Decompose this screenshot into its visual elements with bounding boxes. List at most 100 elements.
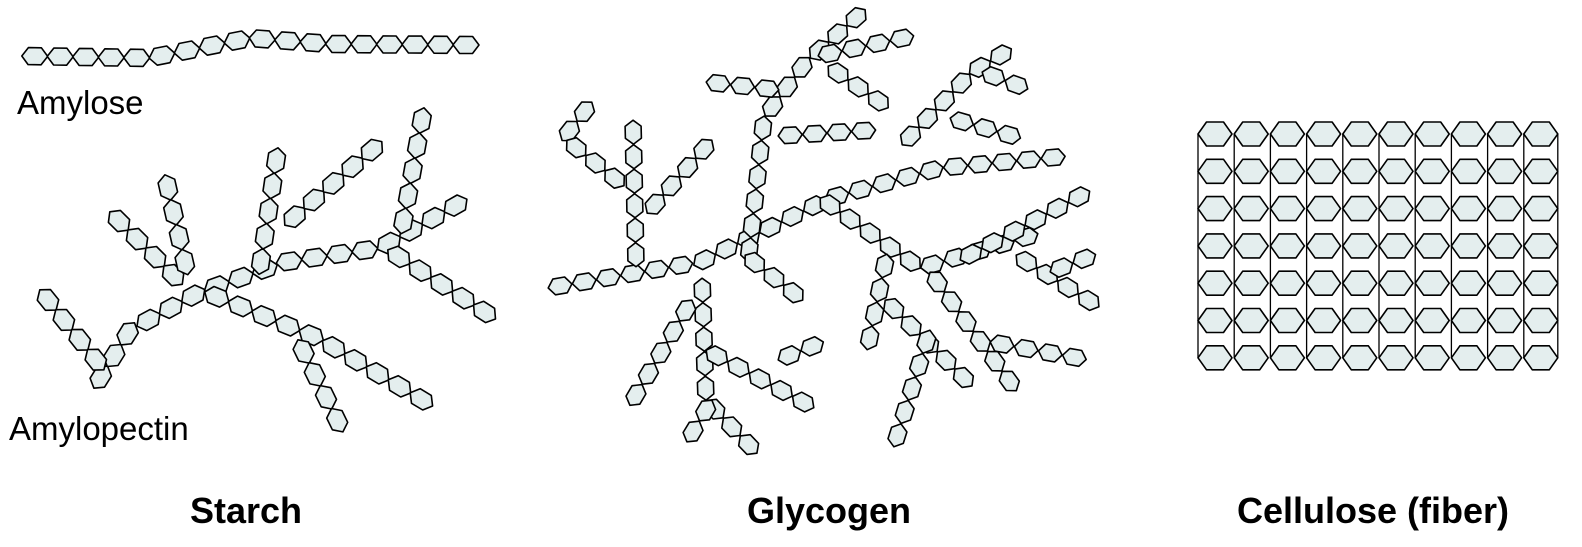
glucose-ring <box>827 62 849 84</box>
glucose-ring <box>1305 307 1342 334</box>
starch-title: Starch <box>190 490 303 531</box>
glucose-ring <box>942 157 969 176</box>
glucose-ring <box>668 255 694 276</box>
glucose-ring <box>871 173 897 194</box>
glucose-ring <box>401 35 429 54</box>
glucose-ring <box>742 212 762 239</box>
glucose-ring <box>826 123 852 142</box>
glucose-ring <box>692 249 717 271</box>
glucose-ring <box>408 259 432 283</box>
glucose-ring <box>889 28 915 49</box>
glucose-ring <box>71 47 100 67</box>
glucose-ring <box>173 40 201 62</box>
glucose-ring <box>894 399 915 425</box>
glucose-ring <box>452 35 480 55</box>
glucose-ring <box>1233 233 1269 259</box>
glucose-ring <box>1486 307 1523 334</box>
glucose-ring <box>998 370 1021 392</box>
glucose-ring <box>1486 121 1523 147</box>
glucose-ring <box>1015 250 1038 273</box>
glucose-ring <box>321 171 345 195</box>
glucose-ring <box>324 34 353 54</box>
glucose-ring <box>275 251 303 272</box>
amylopectin-branched-chain <box>36 107 497 433</box>
glucose-ring <box>299 32 327 53</box>
glucose-ring <box>1233 270 1269 297</box>
glucose-ring <box>122 48 151 68</box>
glucose-ring <box>1450 158 1487 185</box>
glucose-ring <box>426 35 455 55</box>
glucose-ring <box>386 245 411 269</box>
glucose-ring <box>926 271 949 293</box>
glucose-ring <box>777 344 802 366</box>
amylose-chain <box>20 29 480 68</box>
glucose-ring <box>693 277 712 304</box>
glucose-ring <box>97 47 125 67</box>
glucose-ring <box>817 43 843 64</box>
glucose-ring <box>625 168 644 194</box>
glycogen-title: Glycogen <box>747 490 912 531</box>
glucose-ring <box>1305 195 1342 222</box>
glucose-ring <box>397 182 419 210</box>
glucose-ring <box>859 222 881 244</box>
glucose-ring <box>343 348 368 372</box>
glucose-ring <box>1414 158 1450 185</box>
glucose-ring <box>1233 158 1269 185</box>
glucose-ring <box>409 387 434 411</box>
glucose-ring <box>325 407 349 433</box>
glucose-ring <box>637 362 660 386</box>
glucose-ring <box>841 38 867 59</box>
glucose-ring <box>1486 195 1523 222</box>
glucose-ring <box>360 138 384 162</box>
glucose-ring <box>102 343 126 368</box>
glucose-ring <box>125 227 149 251</box>
glucose-ring <box>1523 270 1559 297</box>
glucose-ring <box>919 254 945 275</box>
glucose-ring <box>314 384 338 410</box>
glucose-ring <box>107 209 131 233</box>
glucose-ring <box>351 240 379 261</box>
glucose-ring <box>1414 344 1450 371</box>
glucose-ring <box>895 166 921 187</box>
glucose-ring <box>393 207 414 235</box>
glucose-ring <box>662 320 685 343</box>
glucose-ring <box>1523 195 1559 222</box>
glucose-ring <box>411 107 433 135</box>
glucose-ring <box>571 272 597 292</box>
glucose-ring <box>1197 233 1233 259</box>
glucose-ring <box>900 315 922 337</box>
glucose-ring <box>1378 158 1414 185</box>
glucose-ring <box>1013 338 1039 359</box>
glucose-ring <box>1004 74 1029 96</box>
glucose-ring <box>227 266 254 289</box>
glucose-ring <box>168 223 190 251</box>
glucose-ring <box>955 310 977 333</box>
glucose-ring <box>1378 121 1414 147</box>
glucose-ring <box>625 383 647 407</box>
glucose-ring <box>1486 233 1523 259</box>
glucose-ring <box>584 152 606 174</box>
glucose-ring <box>350 34 378 54</box>
glucose-ring <box>989 334 1015 354</box>
glucose-ring <box>402 157 423 185</box>
glucose-ring <box>758 216 783 238</box>
glucose-ring <box>36 288 60 312</box>
glucose-ring <box>791 391 815 413</box>
glucose-ring <box>1378 307 1414 334</box>
glucose-ring <box>1049 257 1074 279</box>
glucose-ring <box>68 328 92 352</box>
glucose-ring <box>705 73 731 93</box>
glucose-ring <box>676 156 699 179</box>
glucose-ring <box>916 107 939 130</box>
glucose-ring <box>644 193 666 215</box>
glucose-ring <box>991 152 1018 172</box>
glucose-ring <box>274 314 301 337</box>
glucose-ring <box>1233 307 1269 334</box>
glucose-ring <box>1486 158 1523 185</box>
glucose-ring <box>157 174 179 201</box>
amylopectin-label: Amylopectin <box>9 410 189 447</box>
glucose-ring <box>1414 233 1450 259</box>
glucose-ring <box>558 120 581 142</box>
glucose-ring <box>967 155 993 174</box>
